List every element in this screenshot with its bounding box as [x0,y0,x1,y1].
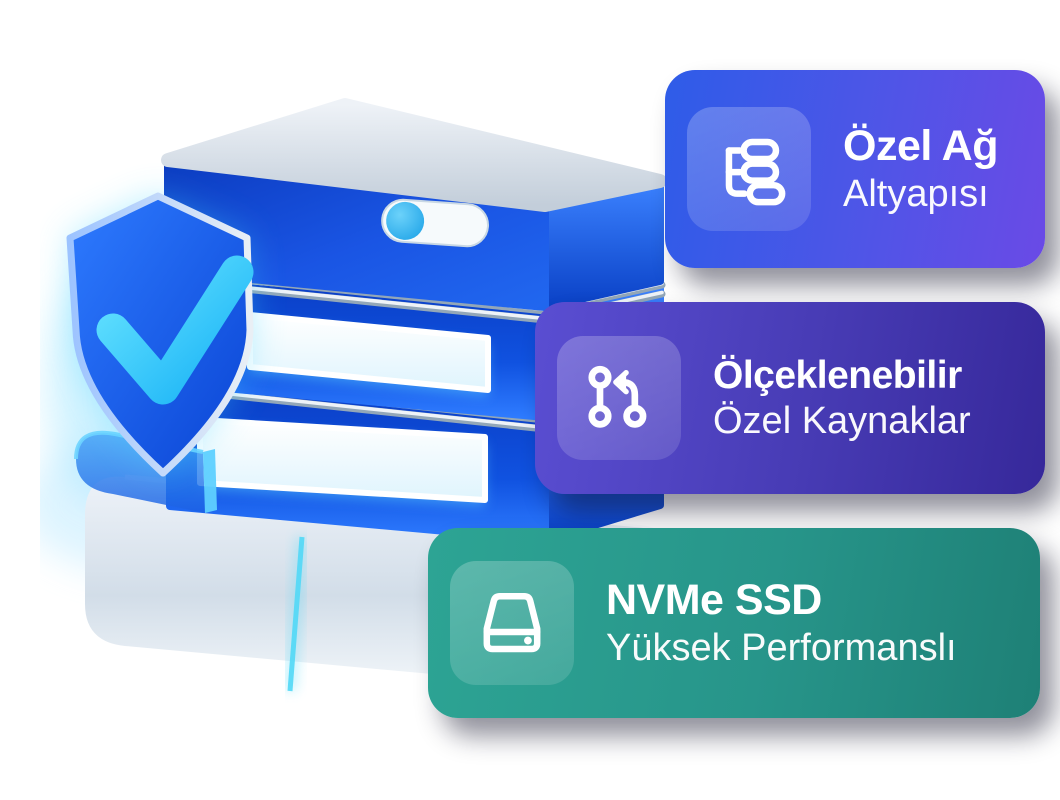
icon-tile [687,107,811,231]
card-title: Özel Ağ [843,122,998,171]
card-title: NVMe SSD [606,576,822,625]
power-toggle [381,198,489,248]
server-unit-top [161,98,667,311]
shield-checkmark-badge [66,192,254,477]
feature-card-nvme-ssd: NVMe SSD Yüksek Performanslı [428,528,1040,718]
feature-card-private-network: Özel Ağ Altyapısı [665,70,1045,268]
base-glow-line [287,536,305,692]
network-tree-icon [725,138,786,206]
hard-drive-icon [483,592,541,653]
card-subtitle: Altyapısı [843,172,989,215]
feature-card-scalable-resources: Ölçeklenebilir Özel Kaynaklar [535,302,1045,494]
icon-tile [450,561,574,685]
git-pull-request-icon [588,365,647,428]
card-subtitle: Yüksek Performanslı [606,626,957,669]
checkmark-icon [96,255,254,405]
icon-tile [557,336,681,460]
server-slot [197,417,488,503]
server-top-slab [161,98,667,212]
card-title: Ölçeklenebilir [713,354,962,398]
card-subtitle: Özel Kaynaklar [713,399,971,442]
toggle-knob [386,201,425,240]
